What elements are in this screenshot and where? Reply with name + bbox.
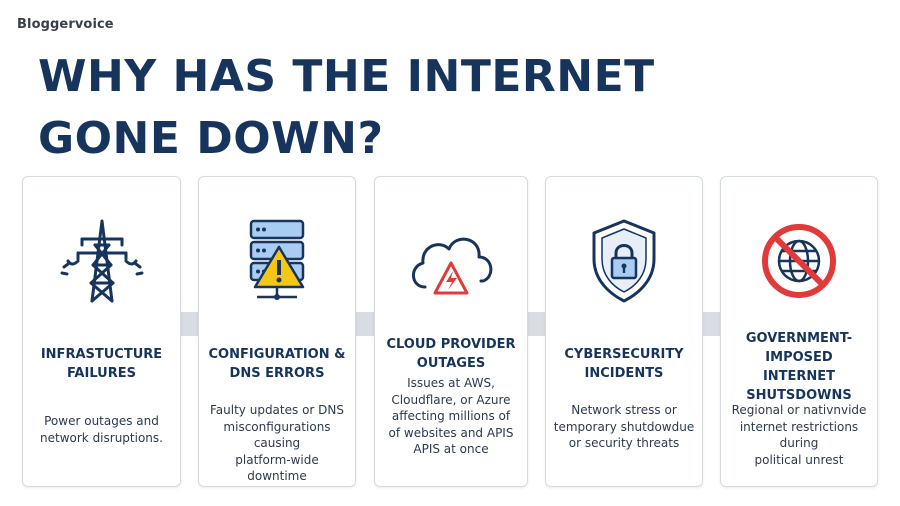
card-heading: CONFIGURATION & DNS ERRORS [208, 347, 346, 381]
card-description: Regional or nativnvide internet restrict… [731, 403, 867, 467]
page-title-line-1: WHY HAS THE INTERNET [38, 51, 655, 102]
card-heading: INFRASTUCTURE FAILURES [40, 347, 163, 381]
card-connector [702, 312, 724, 336]
globe-blocked-icon [721, 215, 877, 307]
brand-logo: Bloggervoice [17, 17, 114, 32]
card-description: Network stress or temporary shutdowdue o… [553, 403, 695, 450]
card-description: Power outages and network disruptions. [40, 414, 163, 445]
card-cybersecurity-incidents: CYBERSECURITY INCIDENTS Network stress o… [545, 176, 703, 487]
cloud-lightning-icon [375, 215, 527, 307]
server-warning-icon [199, 215, 355, 307]
card-heading: CLOUD PROVIDER OUTAGES [386, 337, 516, 371]
power-tower-icon [23, 215, 180, 307]
card-configuration-dns-errors: CONFIGURATION & DNS ERRORS Faulty update… [198, 176, 356, 487]
card-heading: GOVERNMENT-IMPOSED INTERNET SHUTSDOWNS [745, 331, 853, 403]
card-connector [180, 312, 202, 336]
shield-lock-icon [546, 215, 702, 307]
card-cloud-provider-outages: CLOUD PROVIDER OUTAGES Issues at AWS, Cl… [374, 176, 528, 487]
card-connector [355, 312, 377, 336]
card-description: Issues at AWS, Cloudflare, or Azure affe… [388, 376, 514, 456]
card-government-shutdowns: GOVERNMENT-IMPOSED INTERNET SHUTSDOWNS R… [720, 176, 878, 487]
card-description: Faulty updates or DNS misconfigurations … [210, 403, 344, 483]
page-title: WHY HAS THE INTERNET GONE DOWN? [38, 46, 655, 170]
card-heading: CYBERSECURITY INCIDENTS [564, 347, 684, 381]
page-title-line-2: GONE DOWN? [38, 113, 384, 164]
card-infrastructure-failures: INFRASTUCTURE FAILURES Power outages and… [22, 176, 181, 487]
card-connector [527, 312, 549, 336]
